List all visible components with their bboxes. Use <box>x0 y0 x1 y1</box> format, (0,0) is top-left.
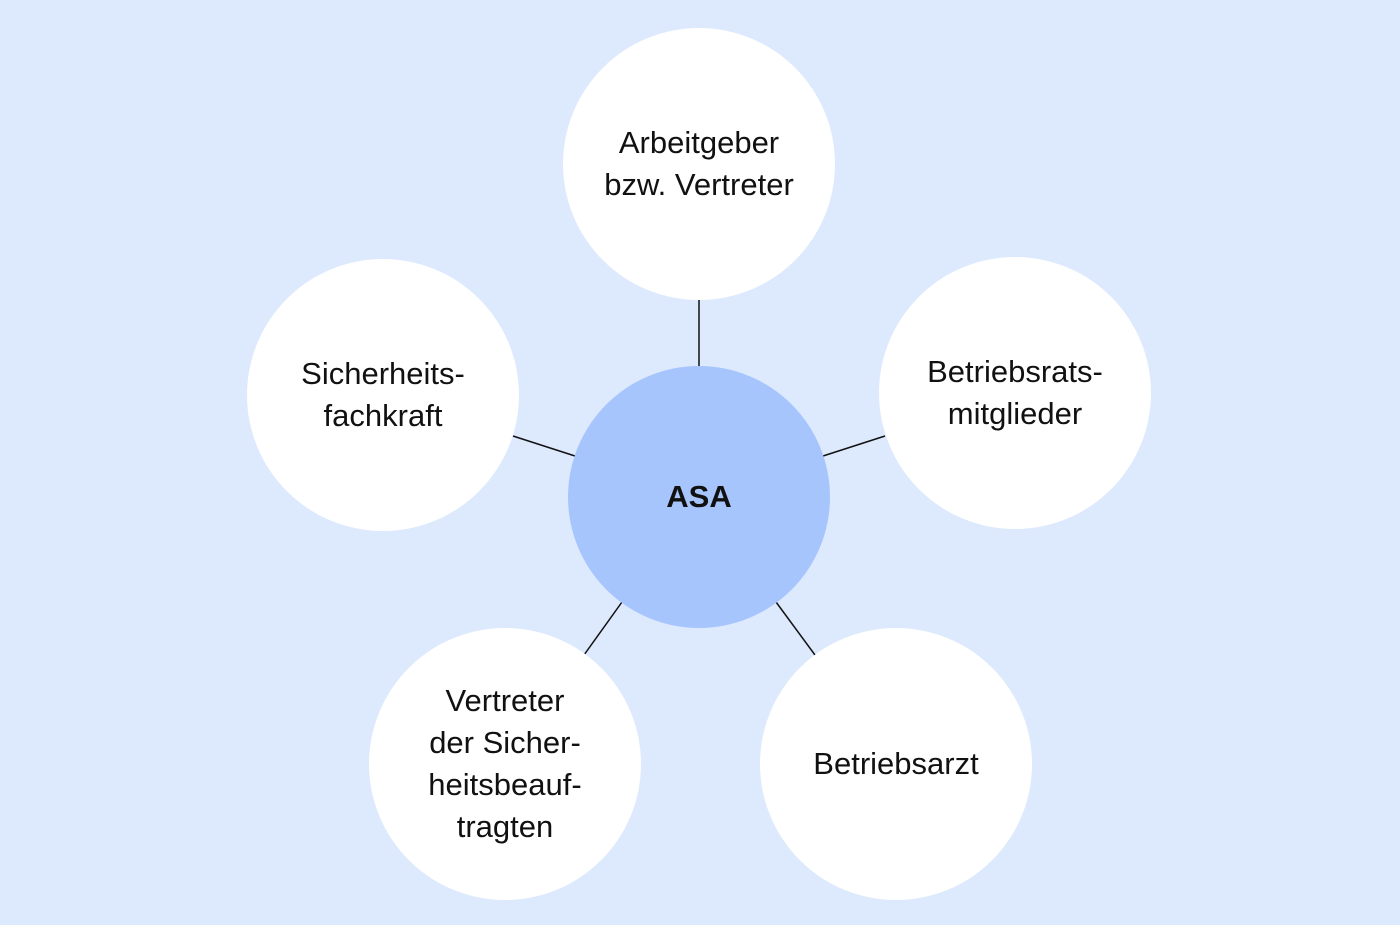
center-label: ASA <box>666 479 732 514</box>
node-betriebsrat: Betriebsrats- mitglieder <box>879 257 1151 529</box>
node-sicherheitsbeauftragte: Vertreter der Sicher- heitsbeauf- tragte… <box>369 628 641 900</box>
node-label: Betriebsarzt <box>813 746 979 781</box>
node-label: Betriebsrats- mitglieder <box>927 354 1103 431</box>
node-label: Sicherheits- fachkraft <box>301 356 465 433</box>
node-sicherheitsfachkraft: Sicherheits- fachkraft <box>247 259 519 531</box>
node-betriebsarzt: Betriebsarzt <box>760 628 1032 900</box>
node-arbeitgeber: Arbeitgeber bzw. Vertreter <box>563 28 835 300</box>
connector-sicherheitsbeauftragte <box>583 601 623 656</box>
connector-betriebsrat <box>822 435 886 457</box>
connector-sicherheitsfachkraft <box>512 435 576 457</box>
node-label: Arbeitgeber bzw. Vertreter <box>604 125 794 202</box>
connector-betriebsarzt <box>775 601 816 656</box>
node-center-asa: ASA <box>568 366 830 628</box>
node-label: Vertreter der Sicher- heitsbeauf- tragte… <box>428 683 582 844</box>
